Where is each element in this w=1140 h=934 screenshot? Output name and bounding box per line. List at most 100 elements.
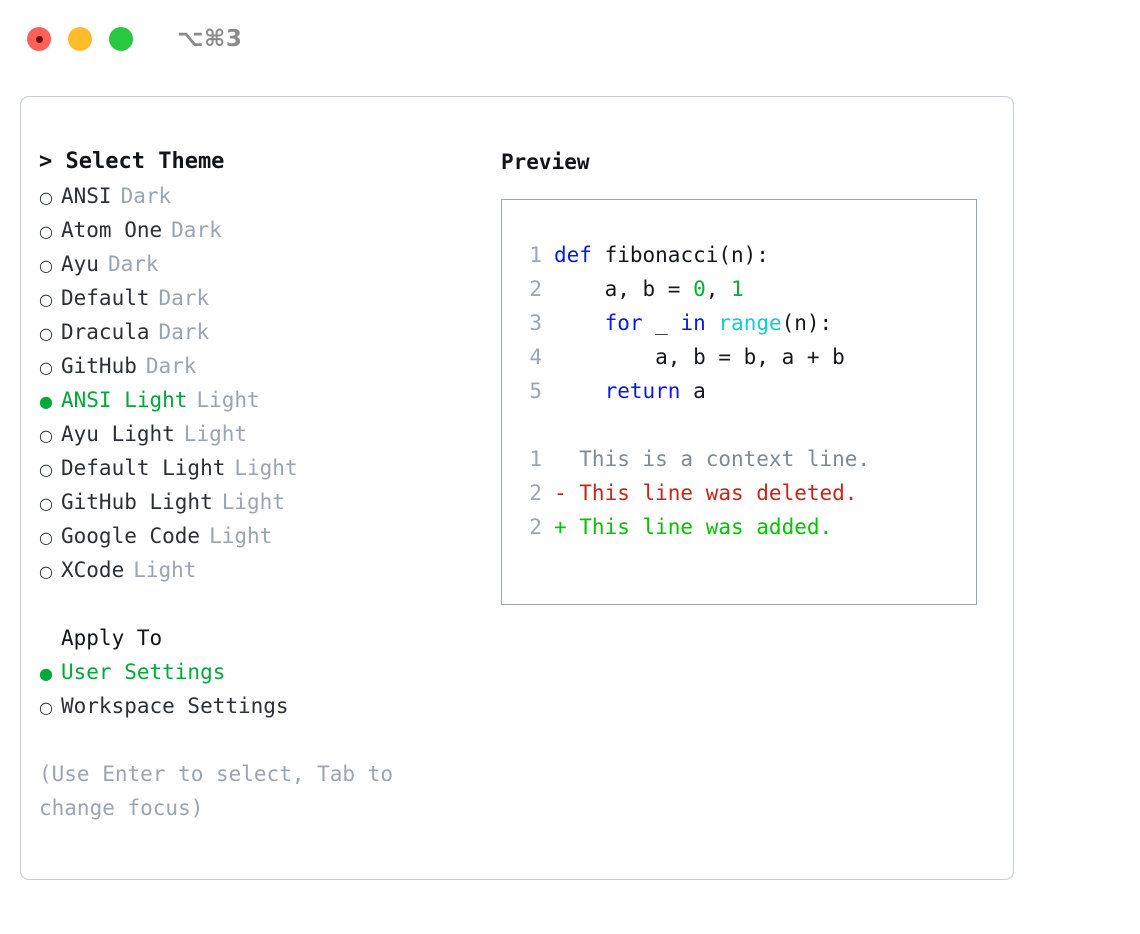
theme-option-label: Default (61, 286, 150, 310)
keyboard-hint-text: (Use Enter to select, Tab to change focu… (39, 762, 394, 820)
diff-sample: 1 This is a context line.2- This line wa… (516, 442, 976, 544)
apply-to-option-list[interactable]: ●User Settings ○ Workspace Settings (39, 655, 491, 723)
maximize-button[interactable] (109, 27, 133, 51)
code-token-fn: range (718, 311, 782, 335)
select-theme-header: > Select Theme (39, 149, 225, 174)
diff-line-text: + This line was added. (554, 515, 833, 539)
radio-unselected-icon: ○ (39, 358, 53, 377)
pane-spacer (39, 587, 491, 621)
code-token-kw: def (554, 243, 592, 267)
theme-option-label: Google Code (61, 524, 201, 548)
close-button[interactable] (27, 27, 51, 51)
theme-option-atom-one[interactable]: ○ Atom One Dark (39, 213, 491, 247)
code-line-text: return a (554, 374, 706, 408)
radio-unselected-icon: ○ (39, 528, 53, 547)
theme-option-kind: Dark (145, 354, 197, 378)
code-line: 4 a, b = b, a + b (516, 340, 976, 374)
radio-unselected-icon: ○ (39, 222, 53, 241)
theme-option-label: Default Light (61, 456, 226, 480)
code-token-kw: return (604, 379, 681, 403)
apply-to-option-label: User Settings (61, 660, 226, 684)
radio-unselected-icon: ○ (39, 698, 53, 717)
code-token-plain: fibonacci(n): (591, 243, 769, 267)
diff-line-text: - This line was deleted. (554, 481, 858, 505)
radio-selected-icon: ● (39, 392, 53, 411)
code-line: 3 for _ in range(n): (516, 306, 976, 340)
theme-option-kind: Dark (107, 252, 159, 276)
diff-line-del: 2- This line was deleted. (516, 476, 976, 510)
code-line-number: 3 (529, 311, 542, 335)
title-bar: ⌥⌘3 (0, 0, 1140, 78)
diff-line-add: 2 + This line was added. (516, 510, 976, 544)
code-token-kw: for (604, 311, 643, 335)
theme-option-label: ANSI Light (61, 388, 188, 412)
theme-option-label: GitHub (61, 354, 137, 378)
apply-to-option-label: Workspace Settings (61, 694, 289, 718)
code-line-text: a, b = 0, 1 (554, 272, 744, 306)
radio-unselected-icon: ○ (39, 188, 53, 207)
theme-option-default[interactable]: ○ Default Dark (39, 281, 491, 315)
theme-option-ayu-light[interactable]: ○ Ayu Light Light (39, 417, 491, 451)
code-diff-separator (516, 408, 976, 442)
theme-option-kind: Dark (171, 218, 222, 242)
radio-unselected-icon: ○ (39, 494, 53, 513)
code-line-number: 5 (529, 379, 542, 403)
code-token-plain (554, 311, 605, 335)
code-token-plain (554, 379, 605, 403)
radio-unselected-icon: ○ (39, 290, 53, 309)
theme-option-kind: Light (234, 456, 298, 480)
diff-line-text: This is a context line. (554, 447, 871, 471)
code-token-plain: a, b = b, a + b (554, 345, 845, 369)
code-token-plain: a, b = (554, 277, 694, 301)
radio-unselected-icon: ○ (39, 256, 53, 275)
code-token-plain: (n): (781, 311, 833, 335)
diff-line-ctx: 1 This is a context line. (516, 442, 976, 476)
apply-to-option-user-settings[interactable]: ●User Settings (39, 655, 491, 689)
theme-option-ansi-light[interactable]: ● ANSI Light Light (39, 383, 491, 417)
theme-option-kind: Dark (120, 184, 172, 208)
code-token-plain (706, 311, 719, 335)
theme-option-github[interactable]: ○ GitHub Dark (39, 349, 491, 383)
theme-option-kind: Light (196, 388, 260, 412)
apply-to-option-workspace-settings[interactable]: ○ Workspace Settings (39, 689, 491, 723)
theme-option-label: ANSI (61, 184, 112, 208)
theme-option-default-light[interactable]: ○ Default Light Light (39, 451, 491, 485)
code-token-plain: _ (642, 311, 681, 335)
code-token-plain: a (680, 379, 706, 403)
radio-unselected-icon: ○ (39, 562, 53, 581)
theme-option-label: GitHub Light (61, 490, 213, 514)
theme-option-kind: Dark (158, 286, 210, 310)
radio-unselected-icon: ○ (39, 460, 53, 479)
theme-option-label: XCode (61, 558, 125, 582)
diff-line-number: 2 (529, 515, 542, 539)
theme-option-kind: Dark (158, 320, 210, 344)
code-token-num: 1 (731, 277, 744, 301)
theme-option-label: Atom One (61, 218, 163, 242)
code-line: 2 a, b = 0, 1 (516, 272, 976, 306)
code-token-num: 0 (693, 277, 706, 301)
apply-to-header: Apply To (61, 626, 163, 650)
minimize-button[interactable] (68, 27, 92, 51)
code-line-text: for _ in range(n): (554, 306, 833, 340)
theme-option-ansi[interactable]: ○ ANSI Dark (39, 179, 491, 213)
code-line-number: 4 (529, 345, 542, 369)
theme-option-label: Ayu Light (61, 422, 175, 446)
diff-line-number: 1 (529, 447, 542, 471)
radio-unselected-icon: ○ (39, 324, 53, 343)
code-line-text: a, b = b, a + b (554, 340, 845, 374)
theme-option-kind: Light (183, 422, 248, 446)
radio-unselected-icon: ○ (39, 426, 53, 445)
window-controls (27, 27, 133, 51)
